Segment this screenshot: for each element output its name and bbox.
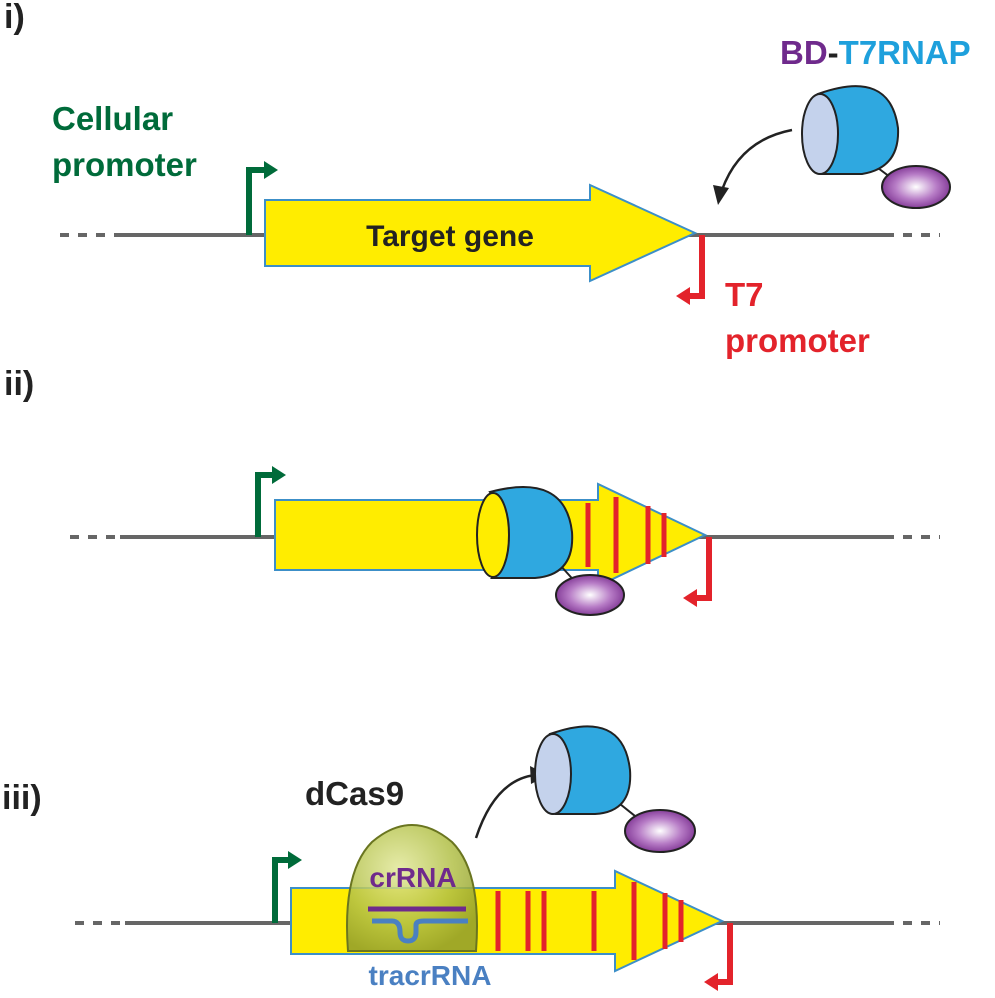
t7-promoter-label-line2: promoter [725,322,870,359]
target-gene-label: Target gene [366,220,534,253]
bd-t7rnap-protein-i [801,85,951,209]
t7rnap-label: T7RNAP [839,34,971,71]
t7-promoter-arrow-i [676,235,705,305]
crrna-label: crRNA [369,862,456,893]
dcas9-label: dCas9 [305,775,404,812]
cellular-promoter-label-line1: Cellular [52,100,173,137]
bd-dash: - [828,34,839,71]
t7-promoter-arrow-ii [683,537,712,607]
tracrrna-strand [372,918,468,944]
panel-label-ii: ii) [4,365,34,403]
t7-promoter-label-line1: T7 [725,276,764,313]
t7-promoter-arrow-iii [704,923,733,991]
tracrrna-label: tracrRNA [369,960,492,991]
bd-t7rnap-label: BD-T7RNAP [780,34,971,71]
cellular-promoter-label-line2: promoter [52,146,197,183]
target-gene-arrow [264,183,698,283]
cellular-promoter-arrow-iii [272,851,302,923]
bd-t7rnap-protein-iii [534,725,696,853]
bd-t7rnap-protein-ii [476,486,625,616]
transcript-stripes-iii [495,882,684,960]
binding-arrow-icon [713,128,793,205]
cellular-promoter-arrow-i [246,161,278,235]
transcript-stripes-ii [585,497,667,573]
panel-label-i: i) [4,0,25,36]
cellular-promoter-arrow-ii [255,466,286,537]
panel-label-iii: iii) [2,779,42,817]
bd-label: BD [780,34,828,71]
